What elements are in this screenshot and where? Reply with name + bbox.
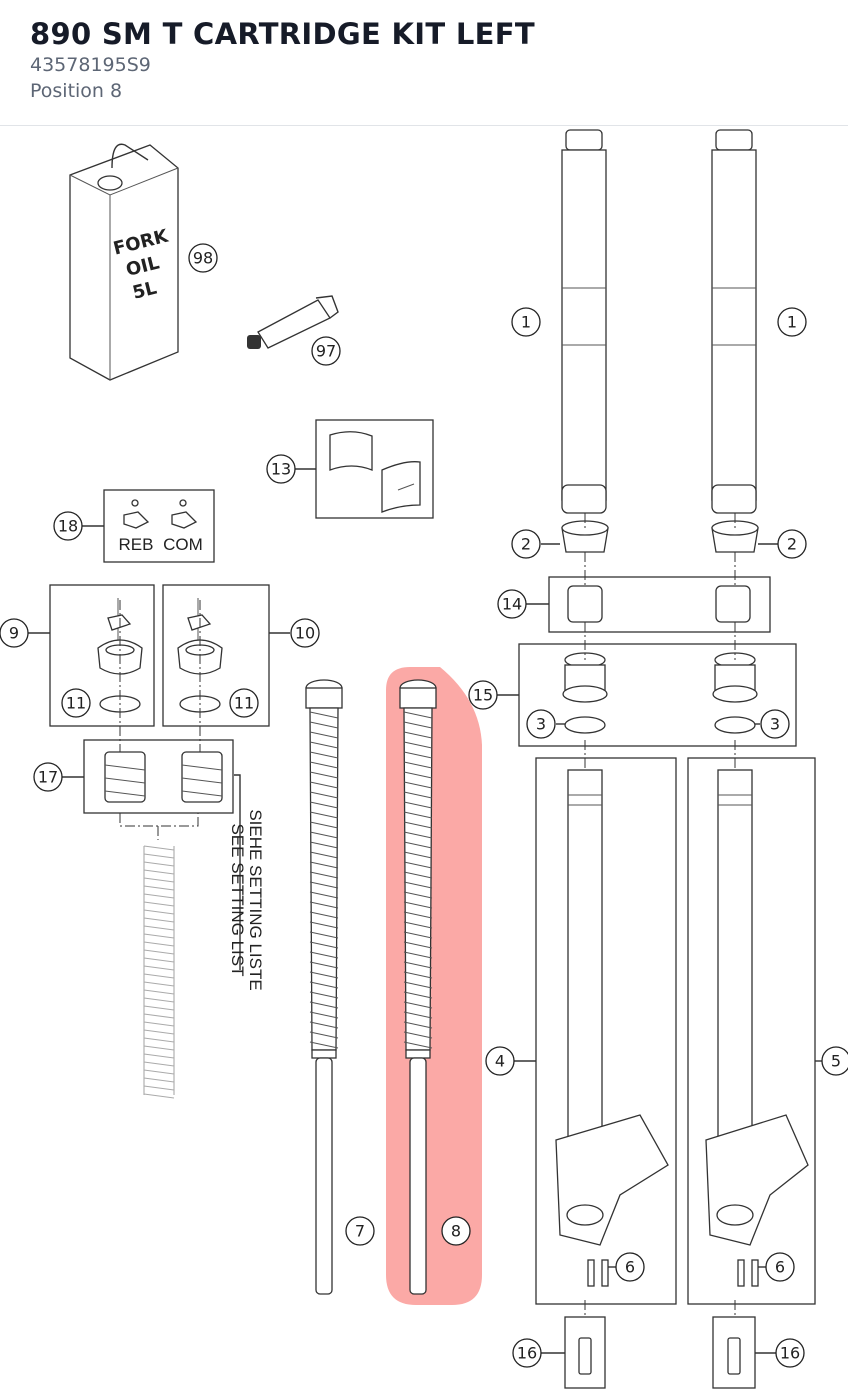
reb-label: REB bbox=[119, 535, 154, 554]
callout-label: 3 bbox=[536, 715, 546, 734]
compression-valve-box[interactable] bbox=[162, 584, 270, 727]
dust-wiper[interactable] bbox=[561, 520, 759, 553]
position-label: Position 8 bbox=[30, 80, 123, 102]
callout-2[interactable]: 2 bbox=[777, 529, 807, 559]
callout-2[interactable]: 2 bbox=[511, 529, 541, 559]
callout-label: 2 bbox=[521, 535, 531, 554]
callout-11[interactable]: 11 bbox=[229, 688, 259, 718]
callout-14[interactable]: 14 bbox=[497, 589, 527, 619]
callout-label: 2 bbox=[787, 535, 797, 554]
callout-label: 6 bbox=[775, 1258, 785, 1277]
callout-7[interactable]: 7 bbox=[345, 1216, 375, 1246]
bushing-box[interactable] bbox=[548, 576, 771, 633]
callout-label: 6 bbox=[625, 1258, 635, 1277]
setting-list-en: SEE SETTING LIST bbox=[228, 823, 247, 976]
callout-5[interactable]: 5 bbox=[821, 1046, 848, 1076]
callout-97[interactable]: 97 bbox=[311, 336, 341, 366]
callout-label: 15 bbox=[473, 686, 493, 705]
callout-label: 17 bbox=[38, 768, 58, 787]
callout-label: 11 bbox=[66, 694, 86, 713]
callout-label: 14 bbox=[502, 595, 522, 614]
page-title: 890 SM T CARTRIDGE KIT LEFT bbox=[30, 17, 535, 51]
callout-4[interactable]: 4 bbox=[485, 1046, 515, 1076]
callout-label: 16 bbox=[780, 1344, 800, 1363]
part-number: 43578195S9 bbox=[30, 54, 151, 76]
outer-tube-right[interactable] bbox=[711, 129, 757, 514]
cartridge-selected[interactable] bbox=[399, 679, 437, 1295]
callout-17[interactable]: 17 bbox=[33, 762, 63, 792]
callout-98[interactable]: 98 bbox=[188, 243, 218, 273]
callout-18[interactable]: 18 bbox=[53, 511, 83, 541]
spring-preload-box[interactable] bbox=[83, 739, 241, 970]
fork-spring[interactable] bbox=[119, 813, 199, 1099]
callout-10[interactable]: 10 bbox=[290, 618, 320, 648]
cartridge-standard[interactable] bbox=[305, 679, 343, 1295]
page-header: 890 SM T CARTRIDGE KIT LEFT 43578195S9 P… bbox=[0, 0, 848, 126]
selected-part-highlight bbox=[386, 667, 482, 1305]
callout-16[interactable]: 16 bbox=[775, 1338, 805, 1368]
callout-label: 3 bbox=[770, 715, 780, 734]
callout-label: 1 bbox=[521, 313, 531, 332]
callout-label: 18 bbox=[58, 517, 78, 536]
inner-tube-right[interactable] bbox=[687, 757, 816, 1305]
callout-label: 10 bbox=[295, 624, 315, 643]
callout-label: 13 bbox=[271, 460, 291, 479]
callout-9[interactable]: 9 bbox=[0, 618, 29, 648]
clamp-sleeve-box[interactable] bbox=[315, 419, 434, 519]
grease-tube[interactable] bbox=[247, 295, 339, 349]
callout-1[interactable]: 1 bbox=[777, 307, 807, 337]
callout-label: 16 bbox=[517, 1344, 537, 1363]
callout-label: 98 bbox=[193, 249, 213, 268]
callout-label: 5 bbox=[831, 1052, 841, 1071]
seal-kit-box[interactable] bbox=[518, 643, 797, 747]
outer-tube-left[interactable] bbox=[561, 129, 607, 514]
callout-label: 9 bbox=[9, 624, 19, 643]
callout-3[interactable]: 3 bbox=[760, 709, 790, 739]
inner-tube-left[interactable] bbox=[535, 757, 677, 1305]
com-label: COM bbox=[163, 535, 203, 554]
callout-label: 4 bbox=[495, 1052, 505, 1071]
callout-1[interactable]: 1 bbox=[511, 307, 541, 337]
axle-clamp-box[interactable] bbox=[564, 1316, 756, 1389]
callout-11[interactable]: 11 bbox=[61, 688, 91, 718]
callout-6[interactable]: 6 bbox=[615, 1252, 645, 1282]
callout-label: 1 bbox=[787, 313, 797, 332]
callout-16[interactable]: 16 bbox=[512, 1338, 542, 1368]
callout-6[interactable]: 6 bbox=[765, 1252, 795, 1282]
callout-13[interactable]: 13 bbox=[266, 454, 296, 484]
callout-15[interactable]: 15 bbox=[468, 680, 498, 710]
callout-8[interactable]: 8 bbox=[441, 1216, 471, 1246]
callout-3[interactable]: 3 bbox=[526, 709, 556, 739]
adjuster-knob-box[interactable]: REB COM bbox=[103, 489, 215, 563]
callout-label: 97 bbox=[316, 342, 336, 361]
fork-oil-can[interactable]: FORK OIL 5L bbox=[69, 143, 179, 381]
callout-label: 8 bbox=[451, 1222, 461, 1241]
exploded-parts-diagram: FORK OIL 5L REB COM bbox=[0, 129, 848, 1389]
setting-list-de: SIEHE SETTING LISTE bbox=[246, 809, 265, 990]
callout-label: 11 bbox=[234, 694, 254, 713]
callout-label: 7 bbox=[355, 1222, 365, 1241]
